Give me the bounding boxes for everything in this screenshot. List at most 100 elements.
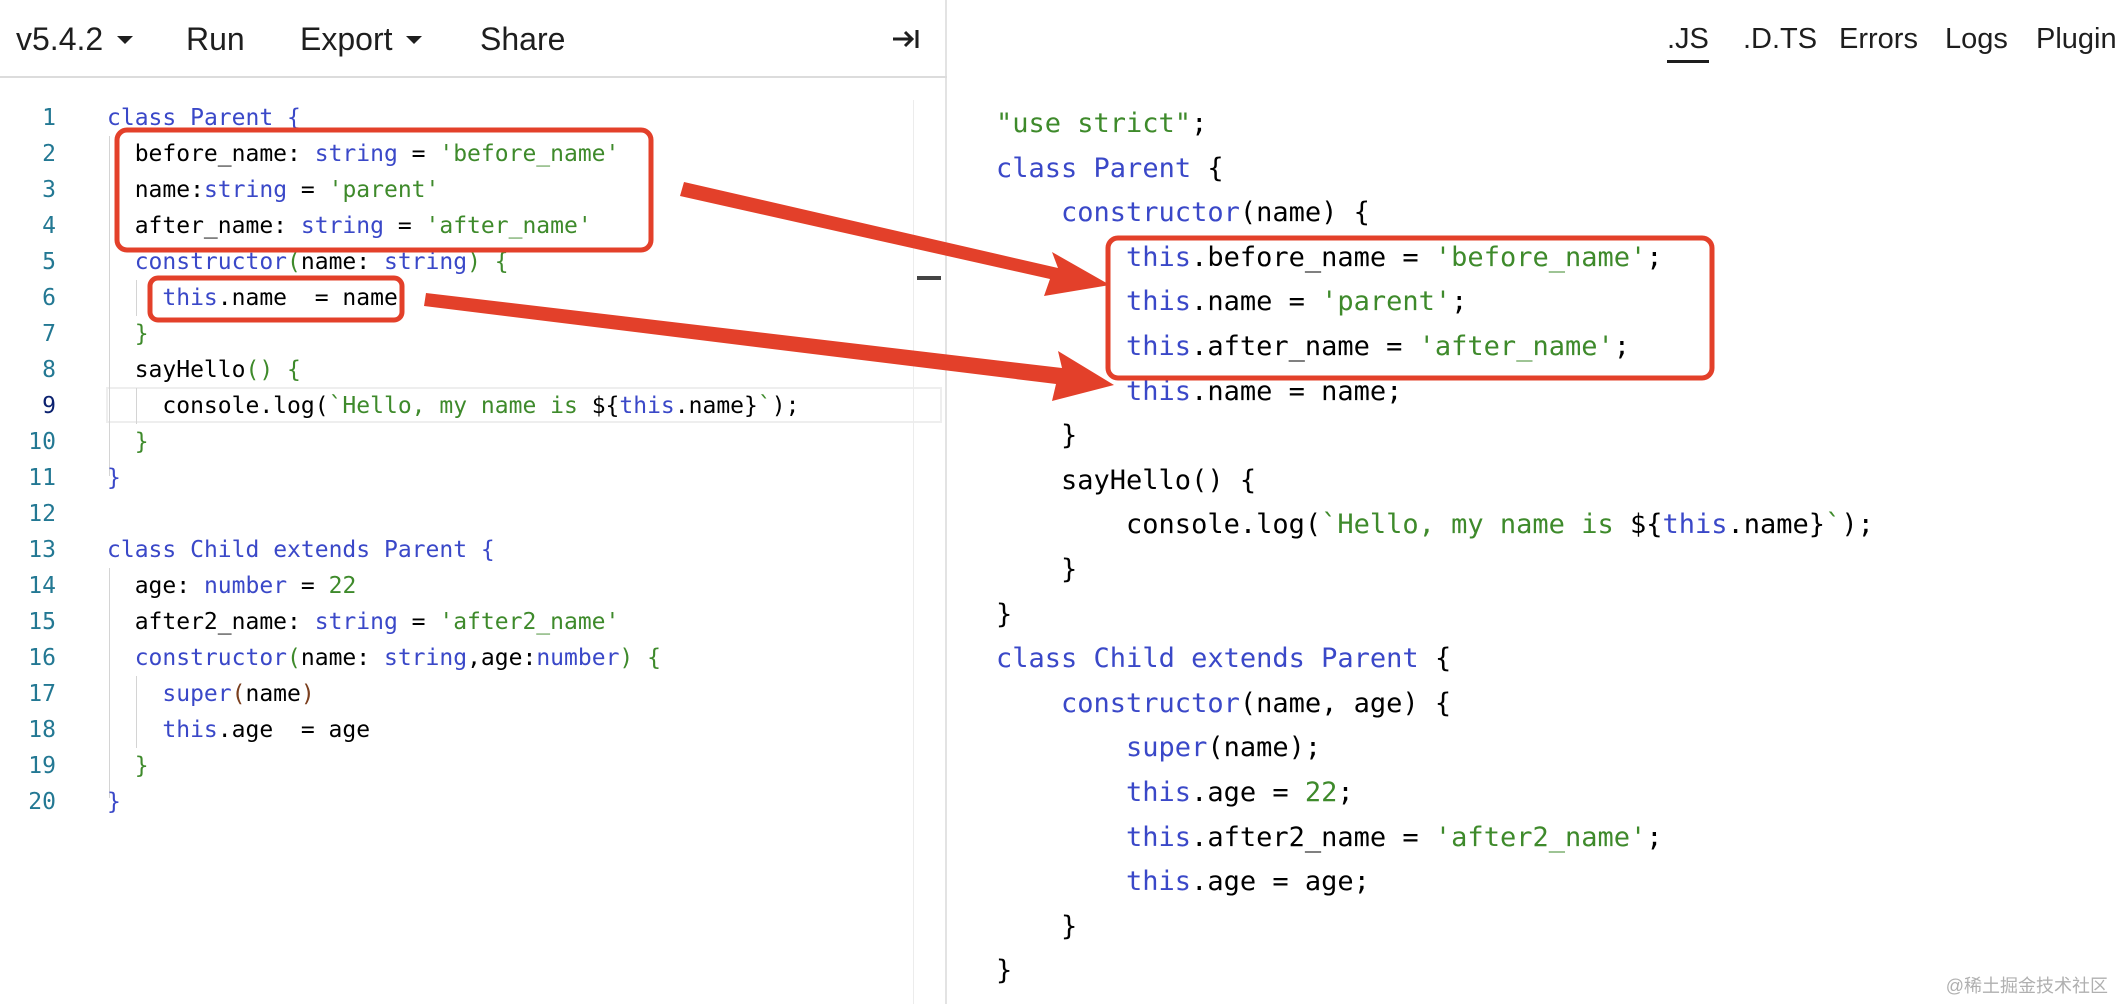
code-token: ); (771, 393, 800, 419)
code-token: = (397, 141, 440, 167)
code-line: this.after_name = 'after_name'; (996, 325, 1630, 369)
code-token: ${ (591, 393, 620, 419)
code-token: age (107, 573, 177, 599)
playground-toolbar: v5.4.2 Run Export Share (0, 0, 947, 78)
code-token: .name = name (217, 285, 398, 311)
code-token: Child (190, 537, 274, 563)
code-token: 22 (328, 573, 357, 599)
code-token: { (1434, 643, 1452, 675)
tab-js[interactable]: .JS (1667, 20, 1709, 63)
code-token: string (383, 249, 468, 275)
chevron-down-icon (406, 35, 423, 44)
version-dropdown[interactable]: v5.4.2 (16, 18, 134, 60)
code-token: ` (1825, 509, 1842, 541)
code-token: : (356, 645, 384, 671)
tab-errors[interactable]: Errors (1839, 23, 1918, 55)
code-token: `Hello, my name is (1321, 509, 1630, 541)
code-line: this.after2_name = 'after2_name'; (996, 816, 1663, 860)
code-line: super(name); (996, 726, 1321, 770)
code-token: { (480, 537, 495, 563)
code-token: extends (273, 537, 384, 563)
code-line: } (107, 316, 149, 352)
code-line: class Child extends Parent { (107, 532, 495, 568)
code-token: super (996, 732, 1208, 764)
code-token: 'parent' (328, 177, 440, 203)
collapse-right-icon[interactable] (890, 26, 920, 52)
export-dropdown[interactable]: Export (300, 18, 423, 60)
code-token: after_name (107, 213, 274, 239)
tab-plugins[interactable]: Plugin (2036, 23, 2116, 55)
code-line: super(name) (107, 676, 314, 712)
version-label: v5.4.2 (16, 21, 104, 57)
code-line: constructor(name: string,age:number) { (107, 640, 661, 676)
code-token: = (383, 213, 426, 239)
code-token: : (522, 645, 537, 671)
code-token: age (480, 645, 523, 671)
code-token: Parent (1093, 152, 1208, 184)
code-token: = (287, 573, 329, 599)
run-button[interactable]: Run (186, 21, 245, 57)
code-token: : (287, 609, 315, 635)
code-token: string (314, 141, 398, 167)
code-line: this.name = name; (996, 370, 1402, 414)
line-number: 1 (42, 105, 56, 131)
code-token: .after2_name = (1191, 821, 1435, 853)
share-button[interactable]: Share (480, 21, 566, 57)
code-line: } (107, 784, 121, 820)
code-token: before_name (107, 141, 288, 167)
code-token: constructor (996, 687, 1240, 719)
line-number: 15 (28, 609, 56, 635)
code-token: : (190, 177, 204, 203)
code-token: 'after2_name' (1434, 821, 1647, 853)
line-number: 17 (28, 681, 56, 707)
code-token: class (107, 537, 191, 563)
code-line: this.before_name = 'before_name'; (996, 236, 1663, 280)
code-token: ) { (467, 249, 509, 275)
code-token: number (203, 573, 288, 599)
code-token: string (300, 213, 384, 239)
indent-guide (136, 280, 137, 316)
code-line: } (107, 460, 121, 496)
line-number: 10 (28, 429, 56, 455)
tab-dts[interactable]: .D.TS (1743, 23, 1818, 55)
code-line: this.name = name (107, 280, 398, 316)
code-token: this (996, 331, 1192, 362)
code-token: this (107, 285, 218, 311)
code-token: sayHello() { (996, 464, 1257, 496)
code-token: 'parent' (1321, 286, 1452, 318)
line-number: 3 (42, 177, 56, 203)
code-token: } (996, 598, 1013, 630)
editor-scrollbar[interactable] (913, 100, 943, 1004)
code-token: class (996, 643, 1094, 675)
code-token: name (300, 249, 357, 275)
line-number: 8 (42, 357, 56, 383)
scrollbar-thumb[interactable] (917, 276, 941, 280)
line-number: 20 (28, 789, 56, 815)
code-token: .age = age; (1191, 866, 1370, 898)
code-token: this (996, 777, 1192, 808)
indent-guide (109, 568, 110, 798)
indent-guide (109, 136, 110, 476)
code-token: extends (1191, 643, 1322, 675)
code-token: string (314, 609, 398, 635)
tab-logs[interactable]: Logs (1945, 23, 2008, 55)
indent-guide (136, 388, 137, 424)
line-number: 5 (42, 249, 56, 275)
code-line: constructor(name, age) { (996, 682, 1451, 726)
code-token: .before_name = (1191, 241, 1435, 273)
code-token: .after_name = (1191, 331, 1419, 362)
code-line: class Child extends Parent { (996, 637, 1451, 681)
code-token: ; (1646, 821, 1663, 853)
code-line: } (107, 748, 149, 784)
code-token: ( (231, 681, 246, 707)
code-line: this.age = age (107, 712, 370, 748)
code-token: } (107, 429, 149, 455)
code-token: Parent (190, 105, 288, 131)
code-token: .age = (1191, 777, 1305, 808)
code-token: } (996, 910, 1078, 942)
code-token: name (245, 681, 301, 707)
code-token: ; (1646, 241, 1663, 273)
code-token: sayHello (107, 357, 246, 383)
code-token: Parent (1321, 643, 1435, 675)
